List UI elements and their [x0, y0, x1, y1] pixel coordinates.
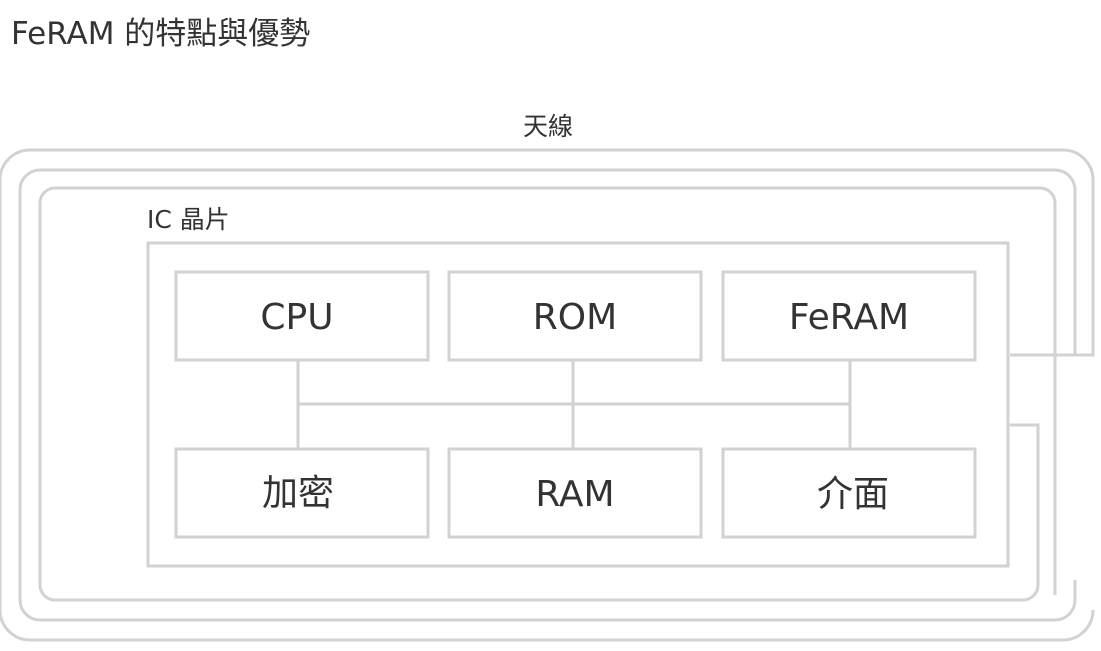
block-encryption: 加密 — [174, 447, 430, 539]
antenna-coil-middle — [18, 168, 1077, 622]
block-cpu: CPU — [174, 270, 430, 362]
block-interface: 介面 — [721, 447, 977, 539]
block-feram: FeRAM — [721, 270, 977, 362]
block-ram-label: RAM — [535, 474, 614, 515]
ic-chip-label: IC 晶片 — [147, 205, 230, 234]
page-title: FeRAM 的特點與優勢 — [11, 16, 311, 52]
block-rom-label: ROM — [533, 297, 617, 338]
block-interface-label: 介面 — [817, 474, 889, 515]
block-rom: ROM — [447, 270, 703, 362]
antenna-label: 天線 — [523, 112, 573, 141]
block-ram: RAM — [447, 447, 703, 539]
antenna-coil — [0, 148, 1095, 642]
block-encryption-label: 加密 — [262, 473, 334, 514]
block-cpu-label: CPU — [260, 297, 333, 338]
internal-bus — [296, 360, 852, 449]
block-feram-label: FeRAM — [789, 297, 909, 338]
antenna-coil-outer — [0, 148, 1095, 642]
ic-chip — [146, 241, 1010, 568]
antenna-coil-inner — [38, 186, 1057, 602]
